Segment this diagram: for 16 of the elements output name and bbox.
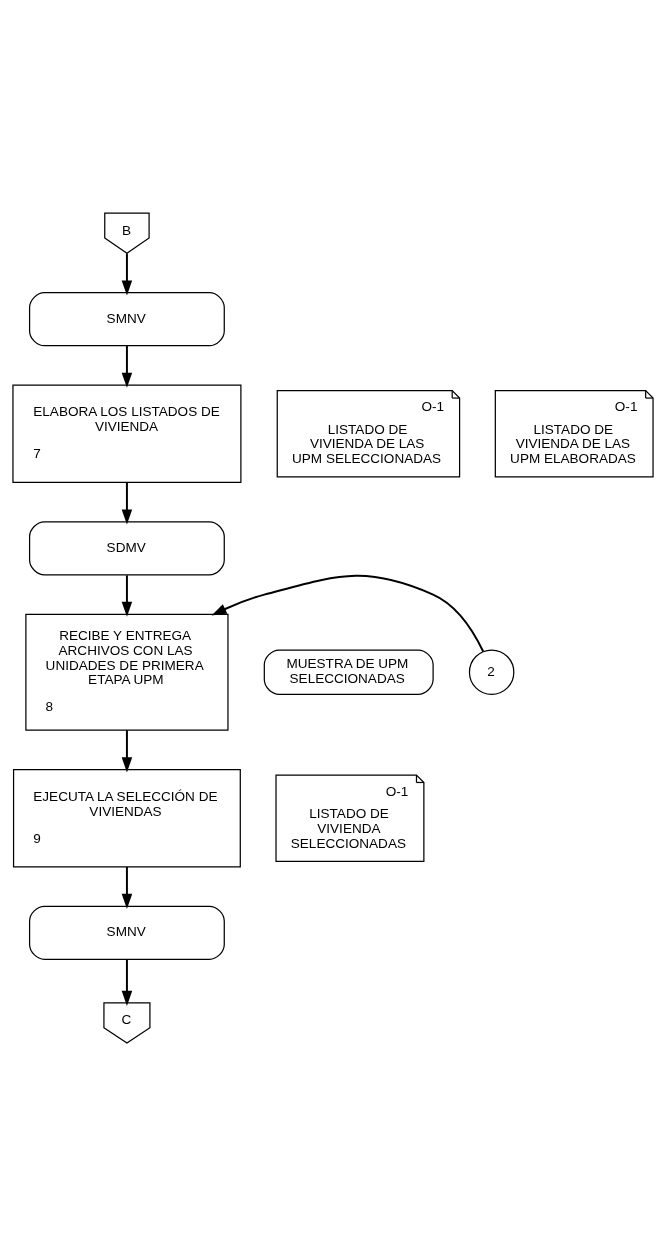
node-box: SDMV	[28, 520, 225, 575]
arrow	[121, 252, 133, 295]
arrow	[121, 481, 133, 524]
node-box: SMNV	[28, 291, 225, 346]
arrow	[121, 344, 133, 388]
arrow	[121, 865, 133, 909]
node-box: ELABORA LOS LISTADOS DE VIVIENDA 7	[12, 384, 242, 483]
node-circle: 2	[468, 648, 515, 695]
node-box: MUESTRA DE UPM SELECCIONADAS	[263, 648, 434, 695]
arrow	[211, 574, 485, 653]
node-box: EJECUTA LA SELECCIÓN DE VIVIENDAS 9	[12, 768, 241, 867]
arrow	[121, 728, 133, 772]
node-box: SMNV	[28, 905, 225, 960]
arrow	[121, 573, 133, 617]
arrow	[121, 958, 133, 1006]
node-box: RECIBE Y ENTREGA ARCHIVOS CON LAS UNIDADES DE PRIMERA ETAPA UPM 8	[25, 613, 229, 731]
